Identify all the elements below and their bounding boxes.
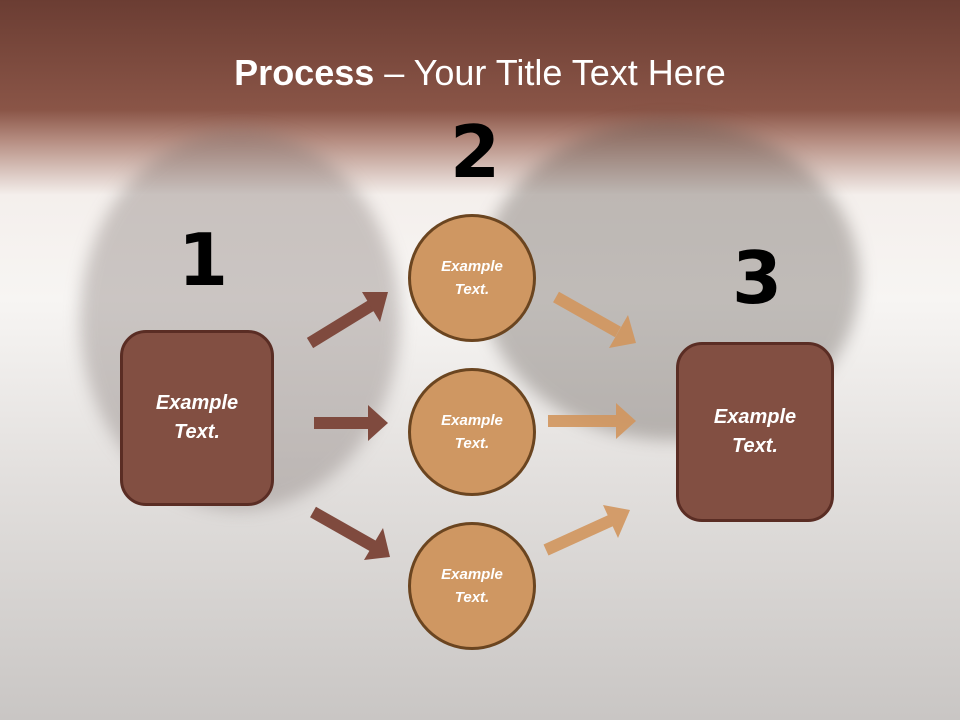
arrow-bottom-to-3	[543, 505, 630, 556]
step-3-box: Example Text.	[676, 342, 834, 522]
step-1-text: Example Text.	[155, 392, 239, 443]
step-1-box: Example Text.	[120, 330, 274, 506]
arrow-middle-to-3	[548, 403, 636, 439]
circle-middle-text: Example Text.	[441, 412, 503, 452]
arrow-1-to-bottom	[310, 506, 390, 560]
arrow-1-to-middle	[314, 405, 388, 441]
step-2-circle-top: Example Text.	[408, 214, 536, 342]
step-number-3: 3	[732, 236, 783, 320]
step-2-circle-bottom: Example Text.	[408, 522, 536, 650]
arrow-1-to-top	[306, 292, 388, 349]
step-2-circle-middle: Example Text.	[408, 368, 536, 496]
circle-bottom-text: Example Text.	[441, 566, 503, 606]
circle-top-text: Example Text.	[441, 258, 503, 298]
arrow-top-to-3	[553, 291, 636, 348]
slide-title: Process – Your Title Text Here	[0, 52, 960, 94]
step-3-text: Example Text.	[713, 406, 797, 457]
title-bold: Process	[234, 52, 375, 93]
step-number-1: 1	[178, 218, 229, 302]
title-rest: – Your Title Text Here	[374, 52, 726, 93]
step-number-2: 2	[450, 110, 501, 194]
